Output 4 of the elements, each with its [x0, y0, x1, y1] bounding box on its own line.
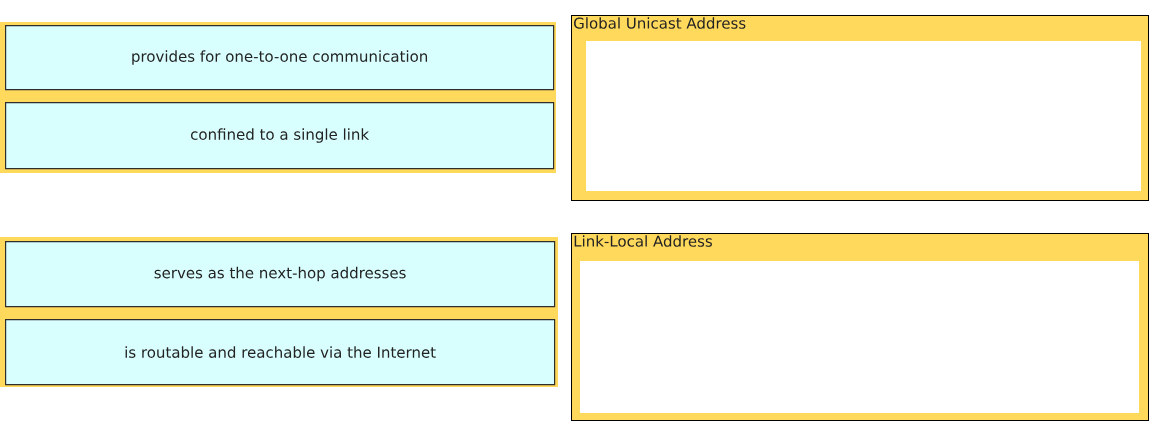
answer-choice: is routable and reachable via the Internet [5, 319, 556, 386]
answer-choice: serves as the next-hop addresses [5, 241, 556, 308]
answer-choice: provides for one-to-one communication [5, 25, 555, 91]
answer-choice: confined to a single link [5, 102, 555, 170]
